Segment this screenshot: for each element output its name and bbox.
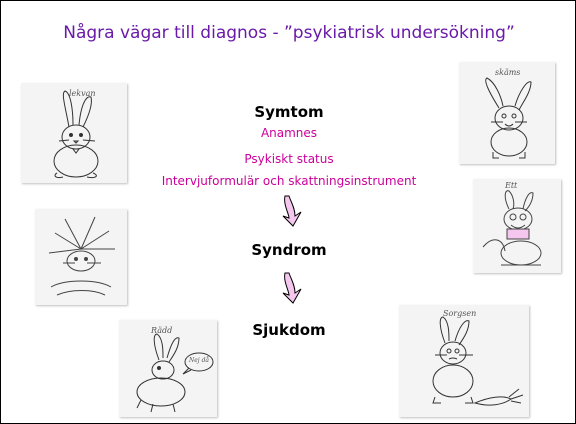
syndrome-heading: Syndrom <box>161 241 417 259</box>
symptom-item: Psykiskt status <box>141 152 437 166</box>
rabbit-sketch-bottom-right: Sorgsen <box>399 305 529 417</box>
symptom-item: Anamnes <box>141 126 437 140</box>
symptom-heading: Symtom <box>161 103 417 121</box>
disease-heading: Sjukdom <box>161 321 417 339</box>
rabbit-drawing <box>21 83 127 183</box>
rabbit-drawing <box>399 305 529 417</box>
down-arrow-icon <box>277 194 307 228</box>
rabbit-drawing <box>35 209 127 305</box>
down-arrow-icon <box>277 271 307 305</box>
sketch-caption: Sorgsen <box>443 309 476 318</box>
rabbit-drawing <box>473 179 561 273</box>
slide-title: Några vägar till diagnos - ”psykiatrisk … <box>1 23 576 43</box>
sketch-caption: lekvan <box>69 89 96 98</box>
rabbit-sketch-mid-right: Ett <box>473 179 561 273</box>
speech-bubble-text: Nej då <box>189 357 209 364</box>
rabbit-sketch-mid-left <box>35 209 127 305</box>
rabbit-sketch-top-left: lekvan <box>21 83 127 183</box>
rabbit-sketch-top-right: skäms <box>459 62 555 164</box>
rabbit-drawing <box>459 62 555 164</box>
symptom-item: Intervjuformulär och skattningsinstrumen… <box>141 174 437 188</box>
sketch-caption: Ett <box>505 181 517 190</box>
sketch-caption: skäms <box>495 68 520 77</box>
